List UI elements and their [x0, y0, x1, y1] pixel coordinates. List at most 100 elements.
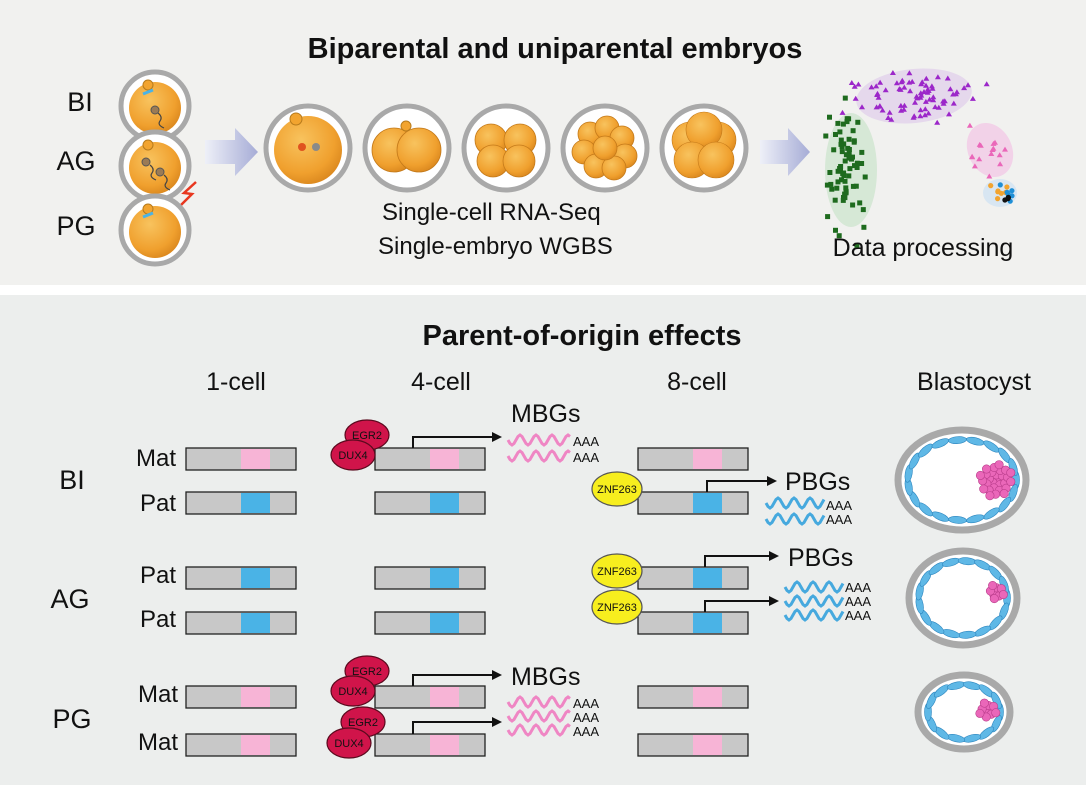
scatter-point-green	[836, 233, 842, 239]
scatter-point-pink	[996, 152, 1003, 158]
embryo-2-cell	[362, 103, 452, 193]
imprinted-region	[693, 568, 722, 588]
scatter-point-green	[841, 170, 847, 176]
scatter-point-green	[828, 181, 834, 187]
inner-cell-mass-cell	[975, 708, 985, 718]
scatter-point-green	[846, 155, 852, 161]
scatter-point-green	[823, 133, 829, 139]
scatter-point-green	[845, 145, 851, 151]
scatter-point-green	[844, 119, 850, 125]
cluster-purple-area	[856, 68, 972, 124]
scatter-point-purple	[868, 84, 875, 90]
scatter-point-purple	[888, 116, 895, 122]
scatter-point-purple	[896, 86, 903, 92]
scatter-point-purple	[947, 86, 954, 92]
row-label-bi-mat: Mat	[136, 445, 176, 472]
inner-cell-mass-cell	[975, 470, 985, 480]
imprinted-region	[693, 493, 722, 513]
znf263-factor	[591, 553, 643, 589]
scatter-point-green	[850, 202, 856, 208]
bottom-panel	[0, 295, 1086, 785]
chromosome-bi-pat-4cell	[374, 491, 486, 515]
scatter-point-green	[843, 190, 849, 196]
scatter-point-orange	[998, 190, 1004, 196]
inner-cell-mass-cell	[991, 708, 1001, 718]
top-panel-title: Biparental and uniparental embryos	[308, 33, 803, 65]
scatter-point-green	[854, 165, 860, 170]
scatter-point-purple	[889, 70, 896, 75]
blastocyst-ag	[905, 547, 1021, 649]
mbg-transcript-pg-0	[506, 695, 571, 709]
scatter-point-purple	[965, 82, 971, 88]
scatter-point-purple	[932, 104, 939, 110]
scatter-point-pink	[976, 141, 983, 147]
imprinted-region	[241, 449, 270, 469]
chromosome-pg-mat2-8cell	[637, 733, 749, 757]
scatter-point-orange	[988, 183, 994, 189]
trophectoderm-cell	[918, 443, 933, 458]
scatter-point-green	[825, 214, 831, 220]
data-processing-label: Data processing	[833, 234, 1014, 262]
stage-1-cell: 1-cell	[206, 368, 266, 396]
scatter-point-purple	[930, 94, 937, 100]
scatter-point-purple	[917, 113, 924, 119]
dux4-factor	[330, 439, 376, 471]
scatter-point-green	[835, 120, 841, 126]
dux4-label: DUX4	[334, 738, 363, 750]
trophectoderm-cell	[983, 507, 1000, 520]
scatter-point-green	[839, 177, 844, 183]
inner-cell-mass-cell	[998, 590, 1008, 600]
scatter-point-green	[840, 197, 846, 203]
imprinted-region	[693, 687, 722, 707]
scatter-point-purple	[909, 78, 916, 84]
row-label-pg-mat-1: Mat	[138, 681, 178, 708]
polya-tail: AAA	[826, 512, 852, 527]
scatter-point-purple	[934, 119, 941, 125]
pbg-transcript-ag-2	[783, 608, 845, 622]
scatter-point-purple	[983, 81, 990, 87]
inner-cell-mass-cell	[1006, 468, 1016, 478]
scatter-point-green	[838, 137, 844, 143]
inner-cell-mass-cell	[989, 594, 999, 604]
scatter-point-purple	[859, 104, 865, 110]
scatter-point-green	[846, 173, 852, 179]
dux4-factor	[326, 727, 372, 759]
scatter-point-purple	[875, 94, 882, 100]
scatter-point-green	[855, 119, 861, 125]
imprinted-region	[430, 735, 459, 755]
znf263-label: ZNF263	[597, 484, 637, 496]
scatter-point-green	[842, 95, 848, 101]
scatter-point-green	[851, 139, 857, 145]
mbg-transcript-pg-1	[506, 709, 571, 723]
znf263-factor	[591, 589, 643, 625]
inner-cell-mass-cell	[988, 580, 998, 590]
scatter-points	[823, 70, 1015, 248]
znf263-label: ZNF263	[597, 566, 637, 578]
scatter-point-green	[857, 200, 863, 206]
stage-8-cell: 8-cell	[667, 368, 727, 396]
polya-tail: AAA	[573, 434, 599, 449]
scatter-point-black	[1005, 194, 1011, 200]
tss-arrow-ag-8cell-2	[704, 596, 779, 612]
scatter-point-green	[854, 160, 860, 166]
chromosome-ag-pat2-1cell	[185, 611, 297, 635]
scatter-point-purple	[900, 106, 907, 112]
scatter-point-purple	[961, 85, 968, 91]
imprinted-region	[430, 613, 459, 633]
scatter-point-green	[842, 195, 848, 201]
scatter-point-green	[862, 174, 868, 180]
scatter-point-green	[850, 128, 856, 134]
imprinted-region	[430, 568, 459, 588]
blastocysts	[894, 426, 1030, 753]
scatter-point-green	[850, 183, 856, 189]
scatter-point-green	[861, 224, 867, 230]
chromosome-pg-mat1-8cell	[637, 685, 749, 709]
scatter-point-green	[824, 182, 830, 188]
tf-bi-4cell: EGR2 DUX4	[330, 419, 390, 471]
scatter-point-green	[831, 147, 837, 153]
scatter-point-purple	[886, 109, 893, 115]
dux4-label: DUX4	[338, 686, 367, 698]
mbg-transcript-bi-0	[506, 433, 571, 447]
scatter-point-pink	[990, 140, 997, 146]
